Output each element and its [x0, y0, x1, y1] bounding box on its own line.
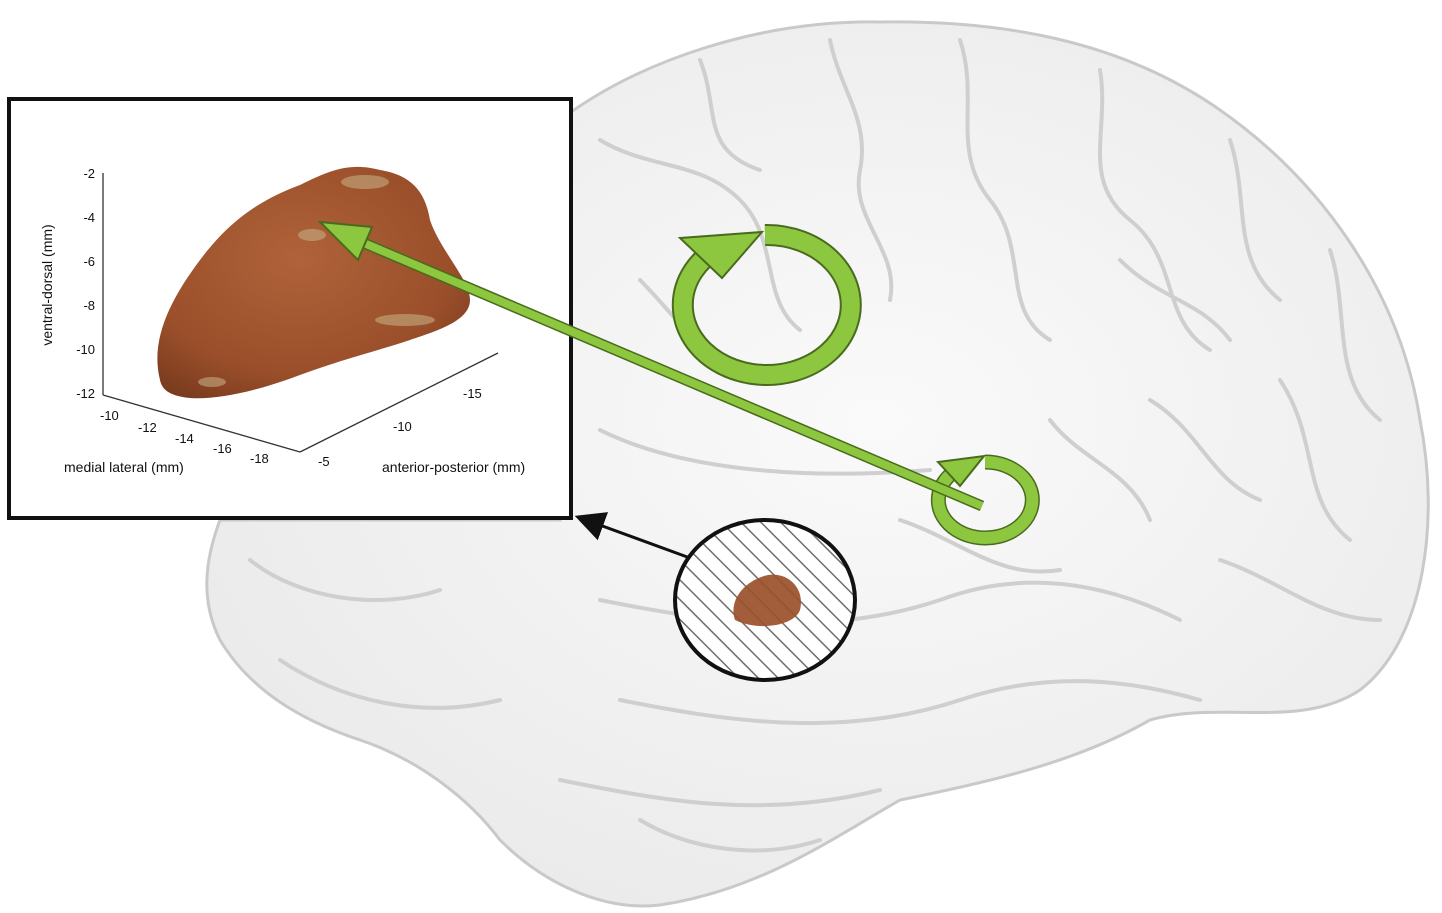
inset-plot-panel: -2 -4 -6 -8 -10 -12 -10 -12 -14 -16 -18 …	[9, 99, 571, 518]
x-tick: -16	[213, 441, 232, 456]
z-tick: -12	[76, 386, 95, 401]
x-tick: -12	[138, 420, 157, 435]
x-tick: -18	[250, 451, 269, 466]
y-tick: -15	[463, 386, 482, 401]
x-tick: -10	[100, 408, 119, 423]
x-axis-label: medial lateral (mm)	[64, 459, 184, 475]
z-tick: -8	[83, 298, 95, 313]
magnified-region	[675, 520, 855, 680]
y-axis-label: anterior-posterior (mm)	[382, 459, 525, 475]
z-tick: -6	[83, 254, 95, 269]
z-tick: -2	[83, 166, 95, 181]
z-tick: -4	[83, 210, 95, 225]
y-tick: -10	[393, 419, 412, 434]
z-axis-label: ventral-dorsal (mm)	[39, 224, 55, 345]
x-tick: -14	[175, 431, 194, 446]
z-tick: -10	[76, 342, 95, 357]
y-tick: -5	[318, 454, 330, 469]
